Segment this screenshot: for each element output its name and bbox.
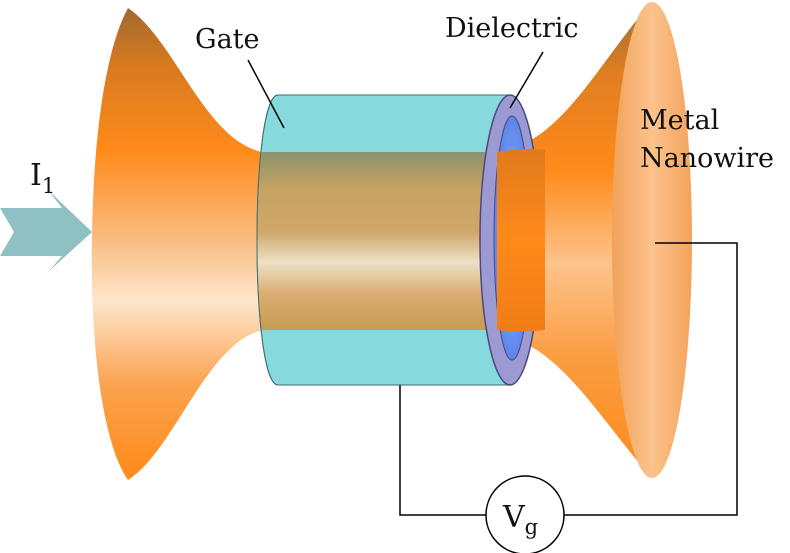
circuit-wire-nanowire (564, 242, 738, 516)
nanowire-left-flare (91, 8, 262, 480)
nanowire-core-through-gate (256, 152, 500, 330)
gate-leader-line (247, 59, 285, 129)
metal-nanowire-label-line2: Nanowire (640, 143, 774, 174)
circuit-wire-gate (399, 385, 486, 516)
current-label: I1 (30, 158, 55, 198)
voltage-source-symbol (485, 475, 565, 553)
current-arrow-icon (0, 190, 92, 272)
dielectric-leader-line (509, 51, 544, 109)
gate-label: Gate (195, 24, 260, 55)
nanowire-right-flare (500, 2, 652, 478)
voltage-label: Vg (502, 500, 538, 539)
dielectric-label: Dielectric (445, 13, 579, 44)
gate-left-edge (256, 94, 279, 386)
metal-nanowire-label-line1: Metal (640, 105, 719, 136)
nanowire-neck (497, 149, 545, 332)
nanowire-right-end-face (612, 2, 692, 478)
